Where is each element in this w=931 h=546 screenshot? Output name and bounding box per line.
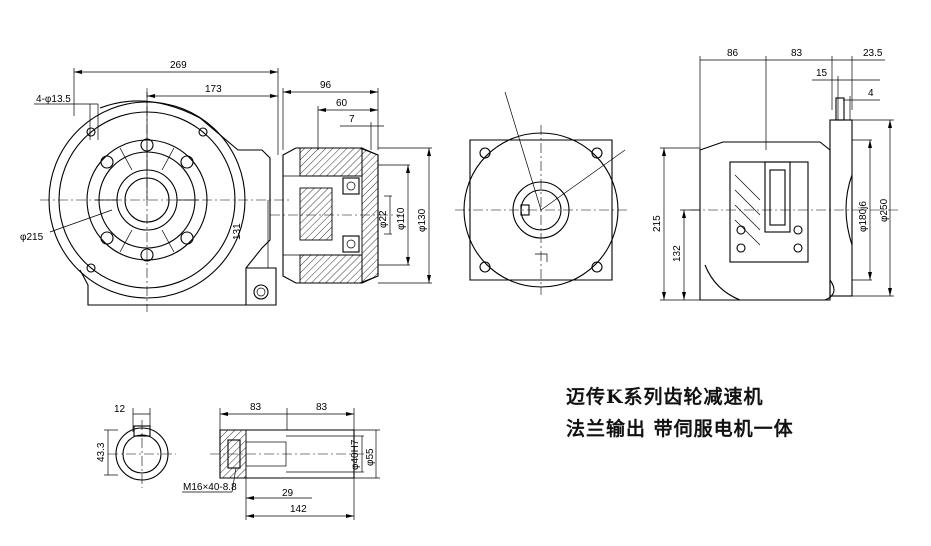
dim-132: 132 [672, 245, 683, 262]
dim-215-front: φ215 [20, 232, 44, 243]
thread-label: M16×40-8.8 [183, 482, 237, 493]
dim-180: φ180j6 [858, 201, 869, 232]
dim-83a: 83 [250, 402, 262, 413]
front-view: 269 173 4-φ13.5 φ215 [20, 60, 290, 312]
side-view: 86 83 23.5 15 4 215 1 [652, 48, 900, 301]
dim-23-5: 23.5 [863, 48, 883, 59]
dim-7: 7 [349, 114, 355, 125]
end-view [455, 91, 627, 295]
dim-15: 15 [816, 68, 828, 79]
dim-110: φ110 [396, 207, 407, 230]
dim-22: φ22 [378, 210, 389, 228]
dim-96: 96 [320, 80, 332, 91]
caption-line-2: 法兰输出 带伺服电机一体 [566, 418, 794, 440]
dim-250: φ250 [879, 198, 890, 222]
caption-line-1: 迈传K系列齿轮减速机 [566, 386, 764, 408]
dim-269: 269 [170, 60, 187, 71]
shaft-section-view: 83 83 φ40H7 φ55 M16×40-8.8 29 142 [182, 402, 380, 520]
section-view: 96 60 7 φ22 φ110 [270, 80, 432, 284]
shaft-end-view: 12 43.3 [96, 404, 176, 488]
dim-130: φ130 [417, 208, 428, 232]
dim-83: 83 [791, 48, 803, 59]
dim-60: 60 [336, 98, 348, 109]
dim-12: 12 [114, 404, 126, 415]
dim-83b: 83 [316, 402, 328, 413]
dim-4: 4 [868, 88, 874, 99]
dim-86: 86 [727, 48, 739, 59]
dim-142: 142 [290, 504, 307, 515]
dim-40: φ40H7 [350, 439, 361, 470]
dim-55: φ55 [365, 448, 376, 466]
dim-173: 173 [205, 84, 222, 95]
dim-43-3: 43.3 [96, 442, 107, 462]
dim-131: 131 [232, 223, 243, 240]
dim-29: 29 [282, 488, 294, 499]
dim-215-side: 215 [652, 215, 663, 232]
dim-holes: 4-φ13.5 [36, 94, 71, 105]
